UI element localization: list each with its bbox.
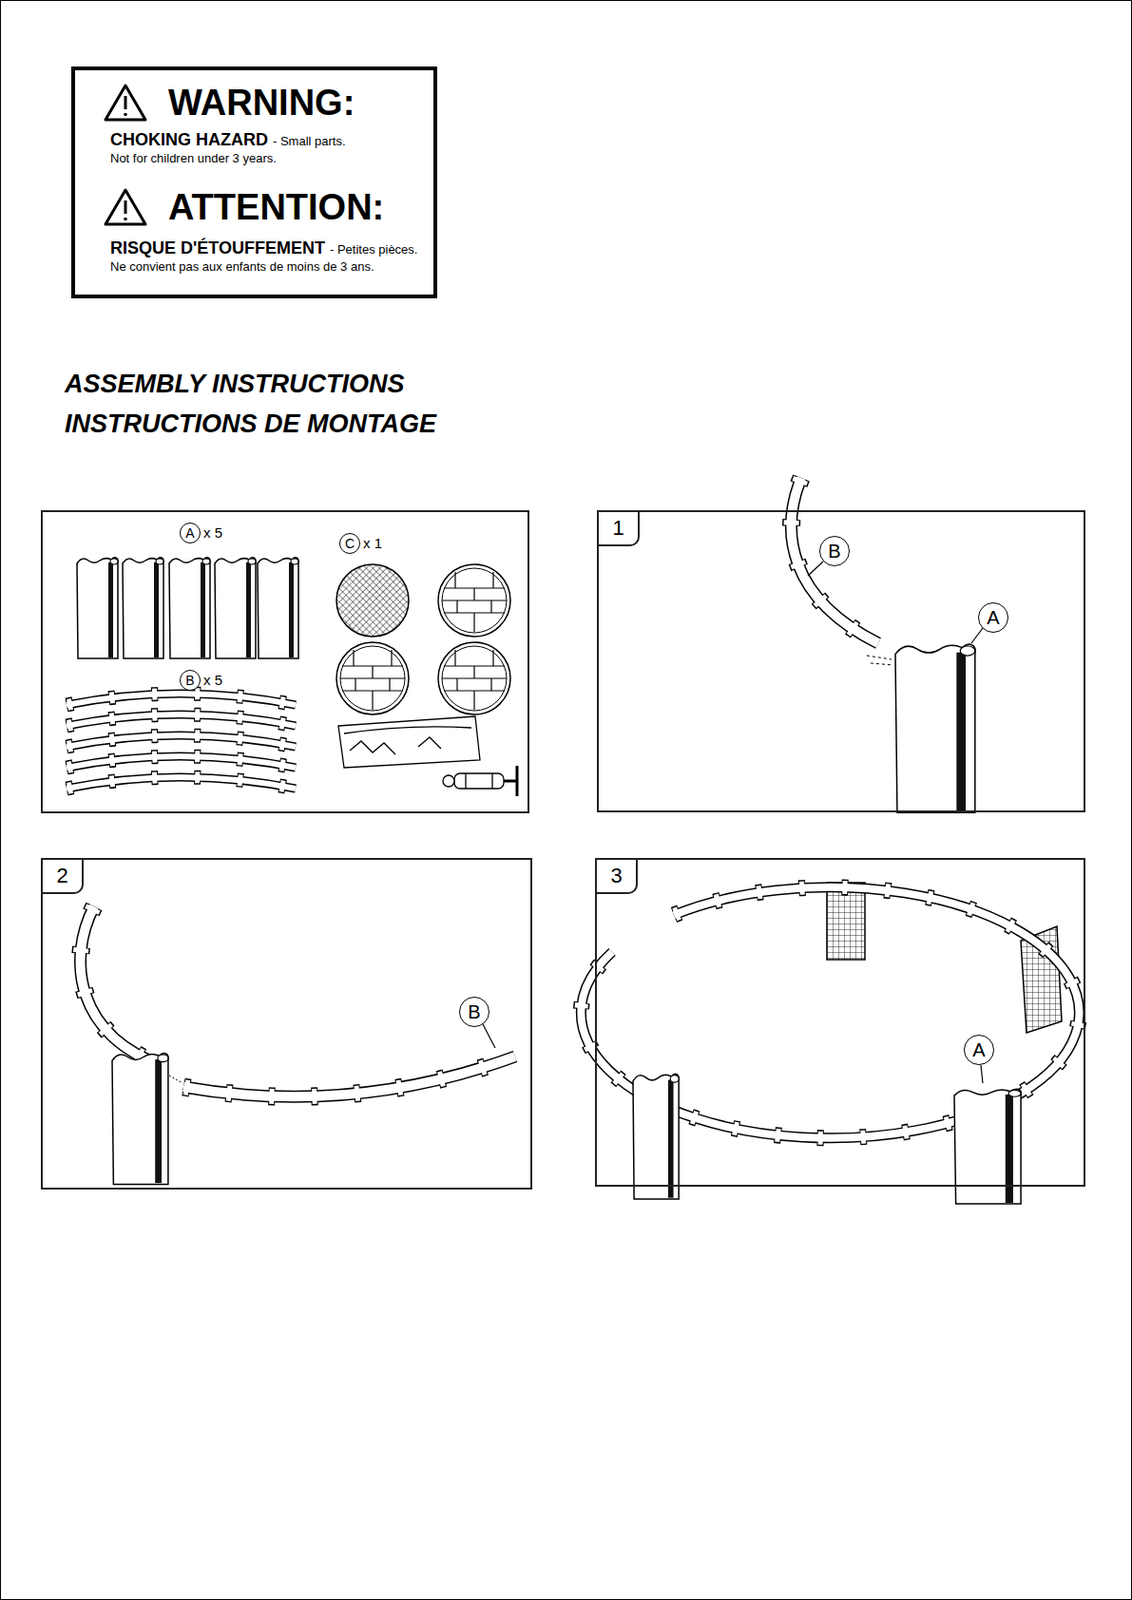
part-letter: B (827, 541, 841, 561)
leader-line (971, 628, 983, 644)
warning-box: WARNING:CHOKING HAZARD- Small parts.Not … (71, 66, 438, 299)
step-number: 2 (42, 860, 84, 895)
hazard-text: CHOKING HAZARD (110, 130, 269, 150)
part-letter: B (185, 673, 194, 688)
heading: ASSEMBLY INSTRUCTIONS (64, 368, 405, 400)
step-number: 1 (598, 512, 640, 547)
part-letter-circle: B (459, 997, 490, 1028)
leader-line (482, 1024, 496, 1049)
guide-line (169, 1075, 183, 1084)
tube-path (183, 1056, 516, 1097)
tube (80, 906, 164, 1067)
pump (442, 766, 518, 797)
hazard-note: - Petites pièces. (329, 242, 419, 257)
tube-path (80, 906, 164, 1067)
text-row: Ne convient pas aux enfants de moins de … (110, 258, 419, 274)
text-row: CHOKING HAZARD- Small parts. (110, 129, 419, 151)
pad (633, 1074, 679, 1200)
tube (791, 478, 879, 644)
warning-heading: ATTENTION: (168, 187, 384, 228)
pad (112, 1053, 169, 1185)
hazard-text: RISQUE D'ÉTOUFFEMENT (110, 238, 326, 258)
step-panel: 2B (40, 858, 533, 1190)
part-letter-circle: A (179, 522, 201, 544)
tube-parts (66, 693, 296, 789)
text-row: Not for children under 3 years. (110, 150, 419, 166)
text-row: WARNING: (168, 81, 419, 124)
part-letter: A (986, 608, 999, 628)
ball (438, 642, 511, 715)
step-number: 3 (596, 860, 638, 895)
warning-icon (105, 85, 146, 120)
text-row: ATTENTION: (168, 186, 419, 229)
part-letter: C (345, 537, 355, 551)
leader-line (980, 1065, 983, 1084)
age-note: Not for children under 3 years. (110, 151, 277, 166)
part-count: x 5 (203, 671, 223, 690)
part-letter: A (972, 1040, 985, 1060)
tube (183, 1056, 516, 1097)
part-letter-circle: A (978, 602, 1009, 634)
pad (895, 644, 976, 813)
guide-line (866, 655, 894, 666)
part-letter-circle: B (819, 536, 850, 567)
heading: INSTRUCTIONS DE MONTAGE (64, 408, 437, 440)
net-ball (336, 564, 409, 637)
step-panel: 3A (594, 858, 1086, 1188)
pad-parts (76, 557, 299, 659)
age-note: Ne convient pas aux enfants de moins de … (110, 259, 375, 274)
part-letter: B (467, 1002, 480, 1022)
part-letter-circle: B (179, 670, 201, 691)
warning-heading: WARNING: (168, 82, 355, 123)
storage-bag (338, 716, 480, 768)
part-count: x 1 (363, 535, 383, 553)
part-letter-circle: C (339, 533, 361, 555)
hazard-note: - Small parts. (272, 134, 346, 149)
warning-icon (105, 190, 146, 225)
part-letter-circle: A (963, 1035, 995, 1066)
ball (336, 642, 409, 715)
tube-path (791, 478, 879, 644)
parts-panel: x 5 x 5 x 1 A B C (40, 510, 530, 814)
step-panel: 1B A (596, 510, 1086, 813)
part-letter: A (185, 526, 194, 540)
part-count: x 5 (203, 524, 223, 542)
leader-line (807, 561, 824, 576)
ball (438, 564, 511, 637)
text-row: RISQUE D'ÉTOUFFEMENT- Petites pièces. (110, 237, 419, 259)
